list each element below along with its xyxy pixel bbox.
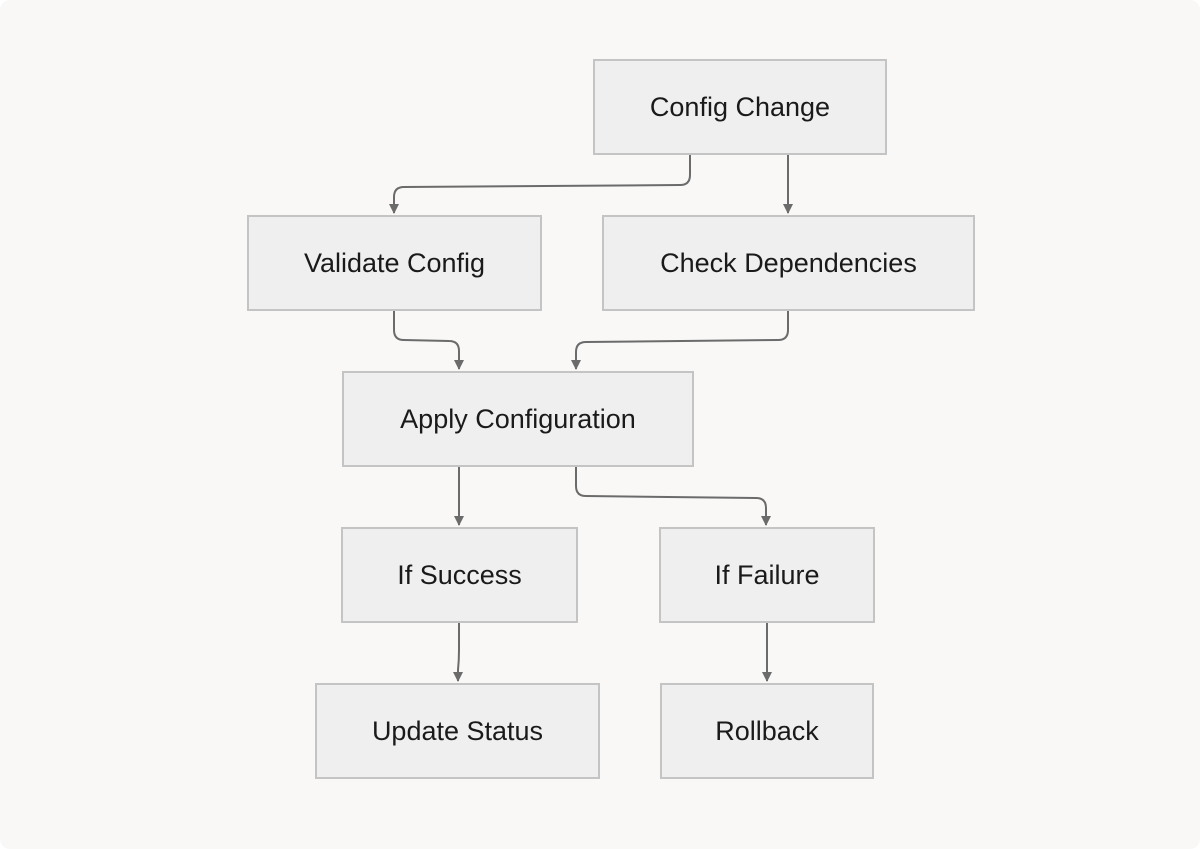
edge-apply-configuration-to-if-failure: [575, 467, 771, 526]
edge-if-success-to-update-status: [453, 623, 463, 682]
node-validate-config: Validate Config: [247, 215, 542, 311]
node-if-failure: If Failure: [659, 527, 875, 623]
node-if-success: If Success: [341, 527, 578, 623]
edge-validate-config-to-apply-configuration: [393, 311, 464, 370]
node-update-status: Update Status: [315, 683, 600, 779]
edge-check-dependencies-to-apply-configuration: [571, 311, 789, 370]
node-check-dependencies: Check Dependencies: [602, 215, 975, 311]
edge-config-change-to-validate-config: [389, 155, 691, 214]
node-config-change: Config Change: [593, 59, 887, 155]
node-apply-configuration: Apply Configuration: [342, 371, 694, 467]
node-rollback: Rollback: [660, 683, 874, 779]
